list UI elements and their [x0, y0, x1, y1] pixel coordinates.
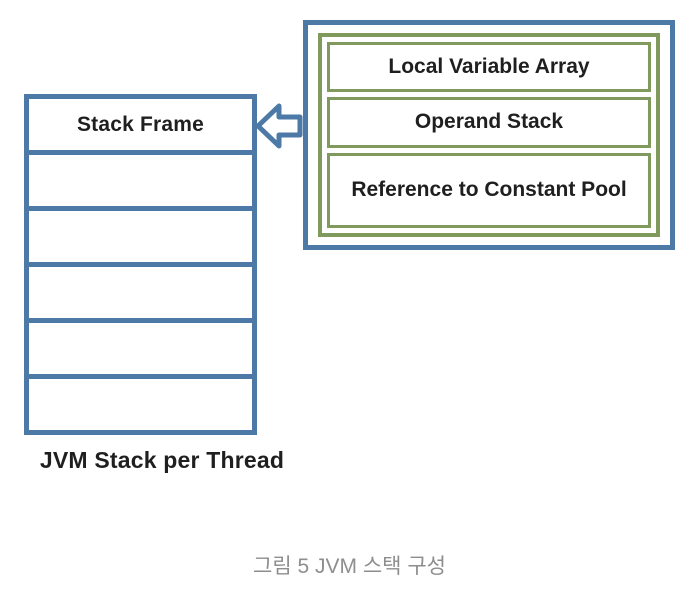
stack-empty-cell — [29, 206, 252, 262]
stack-empty-cell — [29, 150, 252, 206]
stack-frame-contents-inner: Local Variable Array Operand Stack Refer… — [318, 33, 660, 237]
operand-stack-cell: Operand Stack — [327, 97, 651, 148]
stack-empty-cell — [29, 262, 252, 318]
jvm-stack-box: Stack Frame — [24, 94, 257, 435]
figure-caption: 그림 5 JVM 스택 구성 — [253, 555, 446, 578]
left-arrow-icon — [254, 100, 304, 152]
stack-empty-cell — [29, 318, 252, 374]
stack-frame-contents-box: Local Variable Array Operand Stack Refer… — [303, 20, 675, 250]
stack-frame-cell: Stack Frame — [76, 112, 205, 136]
jvm-stack-label: JVM Stack per Thread — [39, 447, 285, 473]
local-variable-array-cell: Local Variable Array — [327, 42, 651, 92]
stack-empty-cell — [29, 374, 252, 430]
reference-to-constant-pool-cell: Reference to Constant Pool — [327, 153, 651, 228]
